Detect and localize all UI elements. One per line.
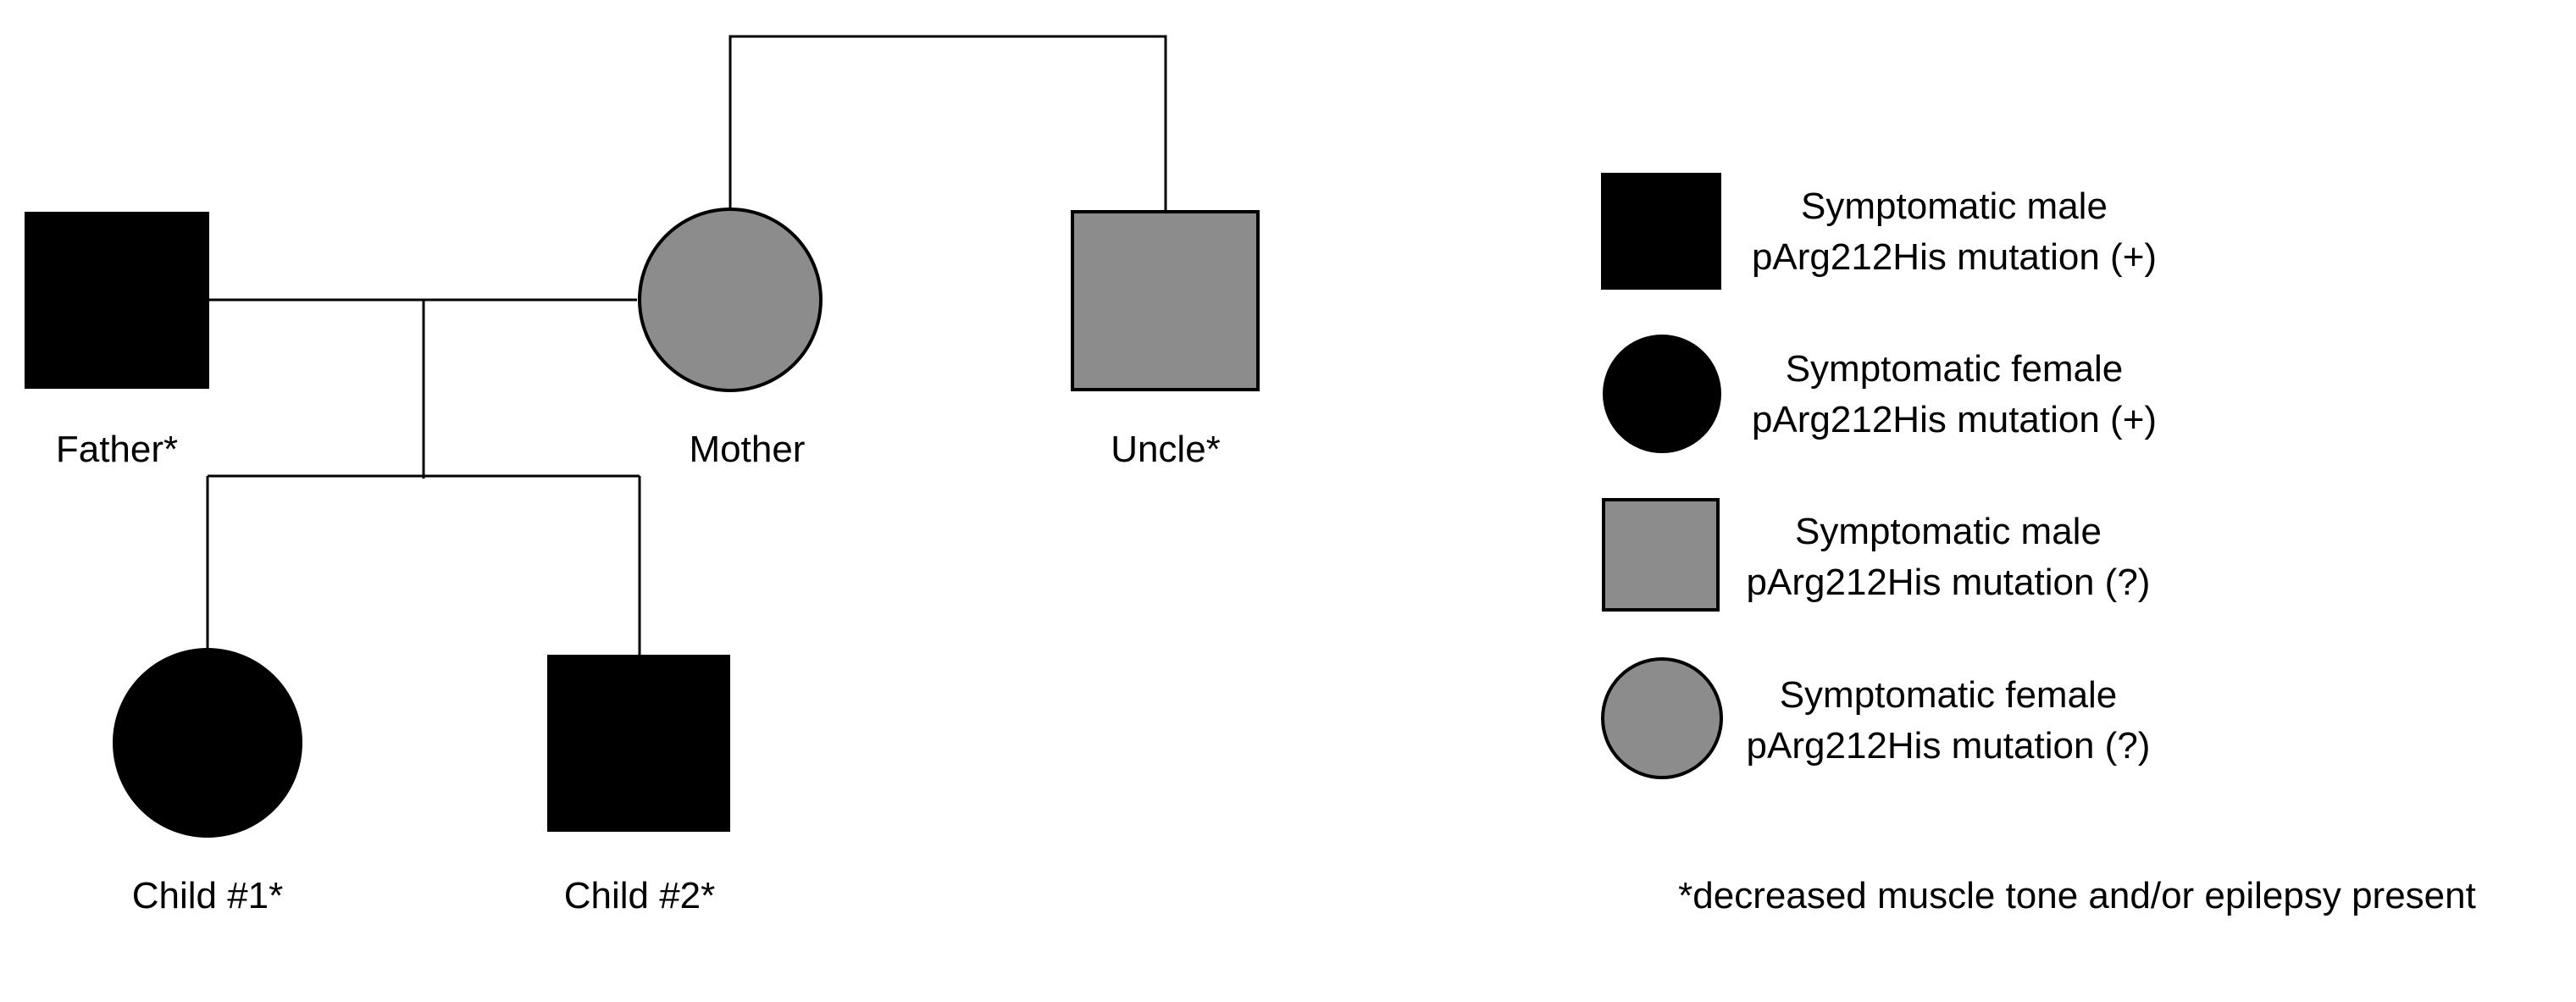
child2-square-symbol [547,655,730,832]
legend-item-line2: pArg212His mutation (?) [1747,562,2151,603]
legend-item-line1: Symptomatic female [1780,674,2118,716]
legend-item-male-confirmed: Symptomatic male pArg212His mutation (+) [1601,173,2157,290]
uncle-square-symbol [1071,210,1260,391]
mother-label: Mother [690,429,806,470]
child1-circle-symbol [113,648,302,838]
legend-male-confirmed-symbol [1601,173,1721,290]
legend-item-female-confirmed: Symptomatic female pArg212His mutation (… [1603,335,2157,453]
legend-item-female-unconfirmed: Symptomatic female pArg212His mutation (… [1601,657,2151,779]
pedigree-member-father: Father* [25,212,209,470]
sibling-line-mother-uncle [728,35,1167,212]
father-square-symbol [25,212,209,389]
legend-item-line1: Symptomatic female [1786,348,2124,390]
legend-item-line2: pArg212His mutation (?) [1747,725,2151,767]
uncle-label: Uncle* [1111,429,1221,470]
mother-circle-symbol [638,208,823,392]
legend-female-confirmed-symbol [1603,335,1721,453]
child2-label: Child #2* [564,875,716,916]
pedigree-member-uncle: Uncle* [1071,210,1260,470]
child1-label: Child #1* [132,875,284,916]
legend-male-unconfirmed-symbol [1602,498,1720,612]
legend: Symptomatic male pArg212His mutation (+)… [1601,173,2476,916]
legend-item-male-unconfirmed: Symptomatic male pArg212His mutation (?) [1602,498,2151,612]
legend-item-line2: pArg212His mutation (+) [1752,399,2157,440]
pedigree-member-child1: Child #1* [113,648,302,916]
pedigree-member-mother: Mother [638,208,823,470]
legend-footnote: *decreased muscle tone and/or epilepsy p… [1678,875,2476,916]
pedigree-connectors [206,35,1167,656]
father-label: Father* [56,429,178,470]
legend-female-unconfirmed-symbol [1601,657,1723,779]
legend-item-line1: Symptomatic male [1795,511,2102,552]
legend-item-line1: Symptomatic male [1801,185,2108,227]
legend-item-line2: pArg212His mutation (+) [1752,236,2157,278]
pedigree-member-child2: Child #2* [547,655,730,916]
